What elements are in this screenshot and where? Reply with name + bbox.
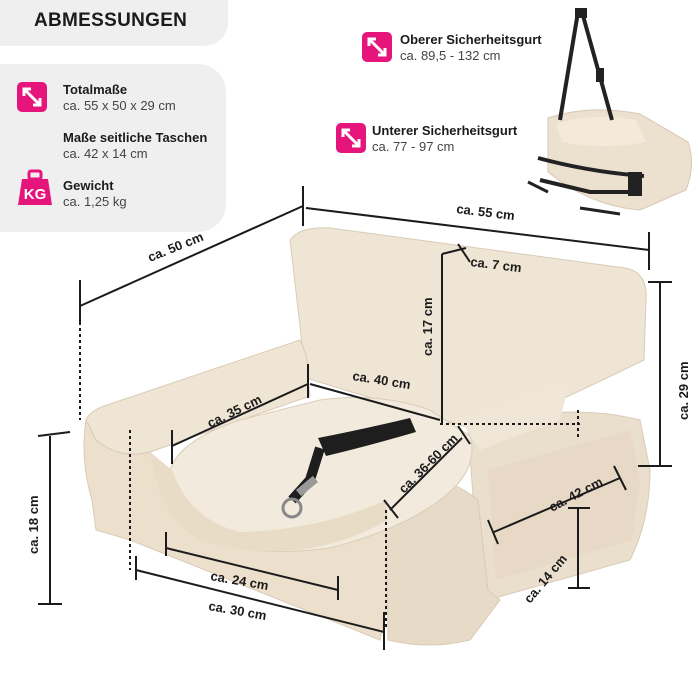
diagonal-arrow-icon bbox=[336, 123, 366, 153]
belt-lower-value: ca. 77 - 97 cm bbox=[372, 139, 455, 154]
spec-weight: Gewicht ca. 1,25 kg bbox=[63, 178, 127, 210]
diagonal-arrow-icon bbox=[17, 82, 47, 112]
belt-upper-label: Oberer Sicherheitsgurt bbox=[400, 32, 542, 47]
spec-weight-value: ca. 1,25 kg bbox=[63, 194, 127, 209]
title-panel: ABMESSUNGEN bbox=[0, 0, 228, 46]
belt-upper: Oberer Sicherheitsgurt ca. 89,5 - 132 cm bbox=[400, 32, 542, 64]
hidden-dimension-lines bbox=[79, 322, 580, 630]
dim-depth-label: ca. 50 cm bbox=[146, 229, 206, 265]
belt-thumbnail bbox=[527, 8, 692, 216]
weight-kg-icon-text: KG bbox=[24, 186, 47, 203]
spec-pockets-label: Maße seitliche Taschen bbox=[63, 130, 208, 145]
belt-upper-value: ca. 89,5 - 132 cm bbox=[400, 48, 501, 63]
weight-kg-icon: KG bbox=[16, 169, 54, 207]
belt-lower: Unterer Sicherheitsgurt ca. 77 - 97 cm bbox=[372, 123, 517, 155]
spec-panel: Totalmaße ca. 55 x 50 x 29 cm Maße seitl… bbox=[0, 64, 226, 232]
spec-total: Totalmaße ca. 55 x 50 x 29 cm bbox=[63, 82, 176, 114]
diagonal-arrow-icon bbox=[362, 32, 392, 62]
dim-front-width-label: ca. 30 cm bbox=[207, 598, 267, 623]
dim-back-height-label: ca. 17 cm bbox=[420, 297, 435, 356]
dim-back-thickness-label: ca. 7 cm bbox=[470, 254, 523, 275]
belt-lower-label: Unterer Sicherheitsgurt bbox=[372, 123, 518, 138]
dim-total-height-label: ca. 29 cm bbox=[676, 361, 691, 420]
spec-weight-label: Gewicht bbox=[63, 178, 114, 193]
dimension-lines bbox=[37, 186, 672, 650]
spec-total-label: Totalmaße bbox=[63, 82, 128, 97]
dim-side-height-label: ca. 18 cm bbox=[26, 495, 41, 554]
spec-pockets-value: ca. 42 x 14 cm bbox=[63, 146, 148, 161]
dim-width-label: ca. 55 cm bbox=[456, 201, 516, 223]
spec-pockets: Maße seitliche Taschen ca. 42 x 14 cm bbox=[63, 130, 207, 162]
dog-car-seat bbox=[83, 227, 651, 646]
spec-total-value: ca. 55 x 50 x 29 cm bbox=[63, 98, 176, 113]
page-title: ABMESSUNGEN bbox=[34, 10, 188, 31]
